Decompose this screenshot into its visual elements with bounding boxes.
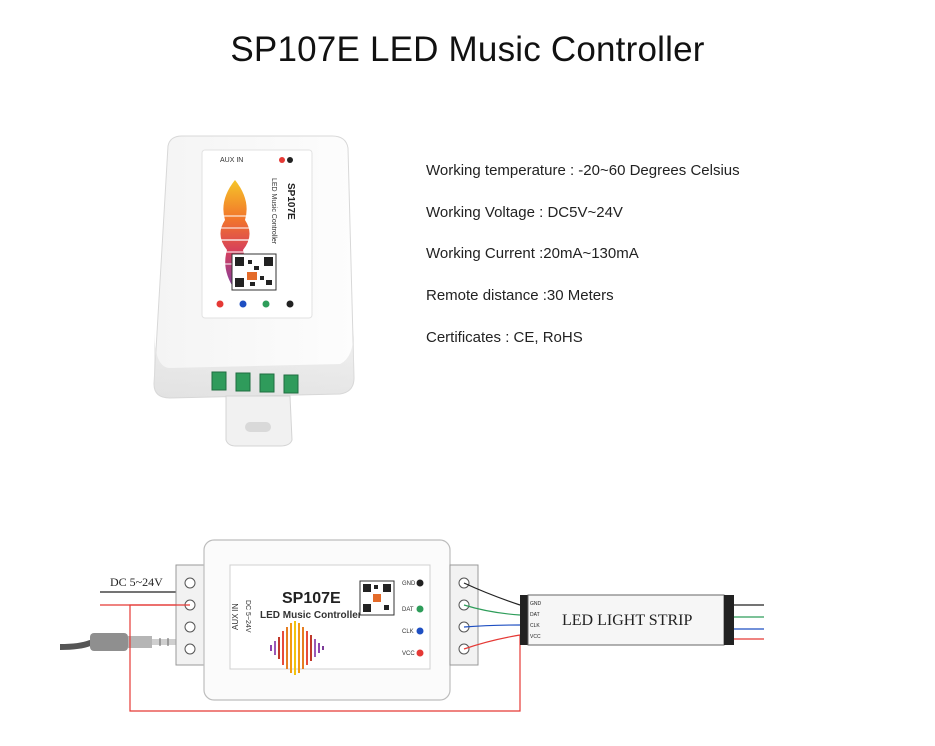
aux-in-label: AUX IN	[220, 157, 243, 164]
svg-text:GND: GND	[402, 581, 416, 587]
spec-working-voltage: Working Voltage : DC5V~24V	[426, 204, 623, 221]
label-name: LED Music Controller	[270, 178, 277, 245]
page-title: SP107E LED Music Controller	[230, 30, 705, 69]
led-strip-label: LED LIGHT STRIP	[562, 612, 692, 629]
svg-text:CLK: CLK	[530, 623, 540, 629]
label-model: SP107E	[285, 183, 296, 220]
wiring-diagram: DC 5~24V SP107E LED Music Controller AUX…	[57, 525, 880, 735]
svg-text:CLK: CLK	[402, 629, 414, 635]
diagram-dc-label: DC 5~24V	[244, 600, 251, 633]
diagram-aux-label: AUX IN	[231, 603, 240, 630]
spec-working-current: Working Current :20mA~130mA	[426, 245, 639, 262]
qr-code-icon	[359, 580, 395, 616]
spec-working-temperature: Working temperature : -20~60 Degrees Cel…	[426, 162, 740, 179]
diagram-model-label: SP107E	[282, 590, 341, 607]
controller-product-photo: SP107E LED Music Controller AUX IN	[140, 128, 380, 458]
spec-remote-distance: Remote distance :30 Meters	[426, 287, 614, 304]
svg-text:DAT: DAT	[402, 607, 414, 613]
svg-text:VCC: VCC	[402, 651, 415, 657]
svg-text:VCC: VCC	[530, 634, 541, 640]
audio-jack-icon	[57, 633, 178, 651]
diagram-name-label: LED Music Controller	[260, 610, 362, 621]
svg-text:GND: GND	[530, 601, 542, 607]
spec-certificates: Certificates : CE, RoHS	[426, 329, 583, 346]
sound-wave-icon	[270, 621, 324, 675]
svg-text:DAT: DAT	[530, 612, 540, 618]
power-input-label: DC 5~24V	[110, 575, 163, 589]
